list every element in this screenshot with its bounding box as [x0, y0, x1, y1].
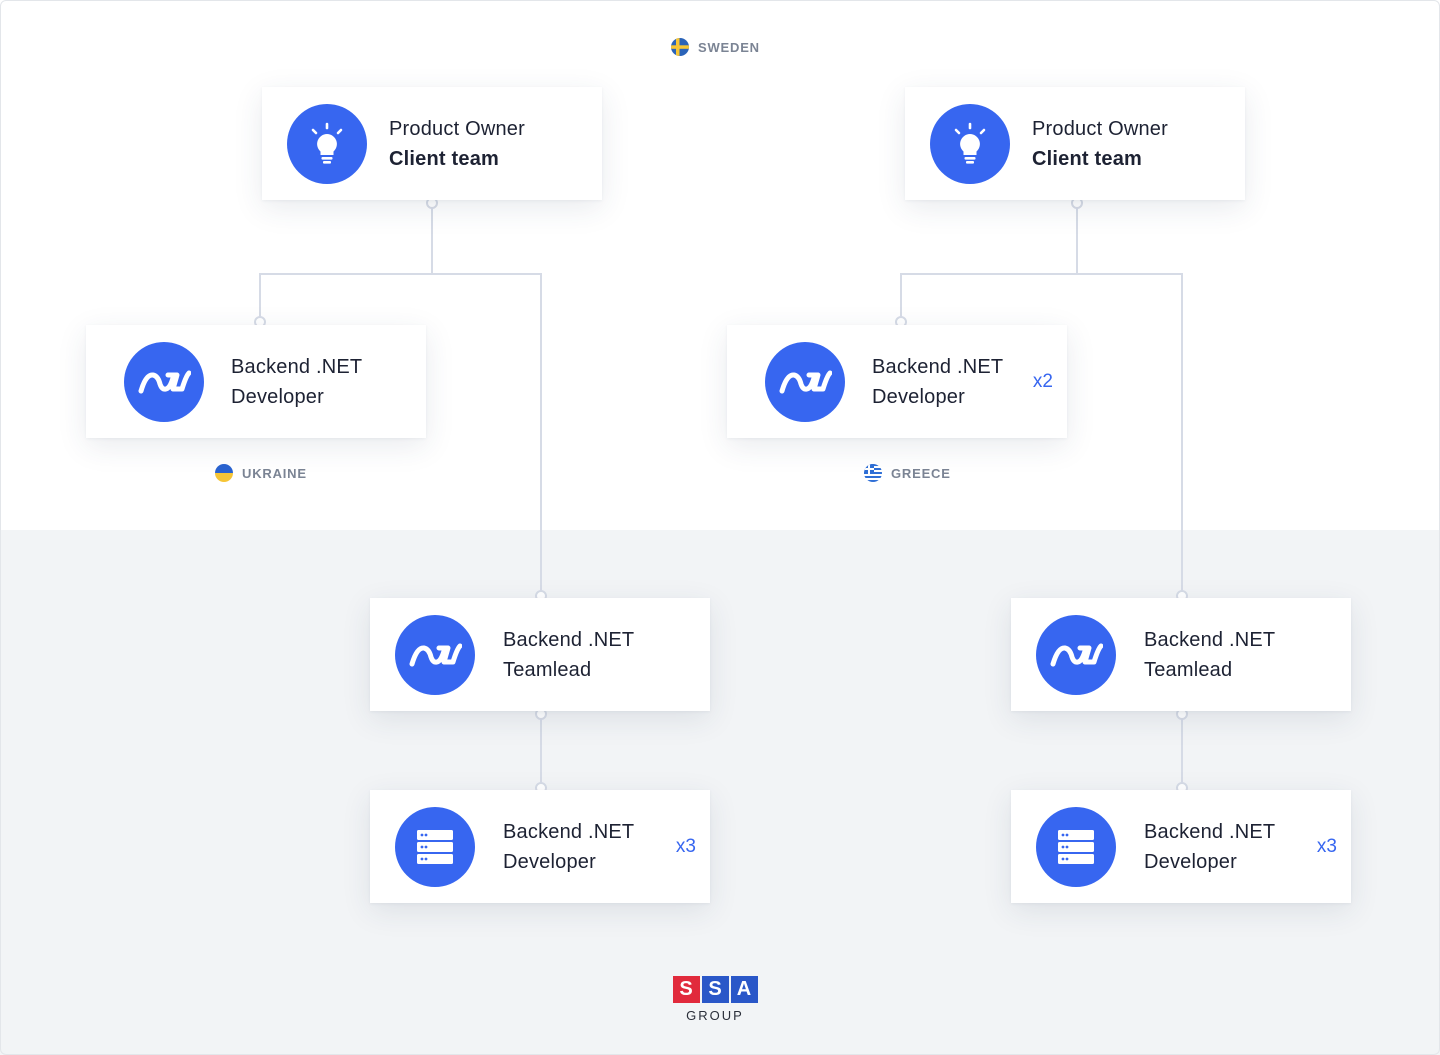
card-text: Product Owner Client team — [389, 114, 525, 174]
card-text: Product Owner Client team — [1032, 114, 1168, 174]
product-owner-card-right: Product Owner Client team — [905, 87, 1245, 200]
logo-letters: S S A — [672, 976, 758, 1003]
card-title: Backend .NET — [503, 820, 635, 843]
card-subtitle: Teamlead — [1144, 658, 1233, 681]
card-text: Backend .NET Developer — [1144, 817, 1275, 877]
teamlead-card-left: Backend .NET Teamlead — [370, 598, 710, 711]
location-label: UKRAINE — [242, 465, 307, 481]
dotnet-icon — [124, 341, 204, 422]
card-text: Backend .NET Developer — [503, 817, 634, 877]
developer-team-card-right: Backend .NET Developer x3 — [1011, 790, 1351, 903]
card-title: Product Owner — [1032, 117, 1168, 140]
card-title: Backend .NET — [231, 355, 363, 378]
ssa-group-logo: S S A GROUP — [670, 976, 760, 1023]
lightbulb-icon — [930, 103, 1010, 184]
lightbulb-icon — [287, 103, 367, 184]
greece-flag-icon — [864, 464, 882, 482]
location-label: GREECE — [891, 465, 951, 481]
card-title: Backend .NET — [1144, 628, 1276, 651]
card-subtitle: Developer — [503, 850, 596, 873]
card-subtitle: Developer — [872, 385, 965, 408]
card-text: Backend .NET Teamlead — [503, 625, 634, 685]
logo-subtitle: GROUP — [686, 1008, 744, 1023]
card-title: Backend .NET — [503, 628, 635, 651]
connector-po-right-to-dev-greece — [900, 204, 1078, 321]
developer-card-ukraine: Backend .NET Developer — [86, 325, 426, 438]
connector-po-left-to-dev-ukraine — [259, 204, 433, 321]
headcount-multiplier: x2 — [1032, 370, 1053, 392]
card-text: Backend .NET Teamlead — [1144, 625, 1275, 685]
card-title: Product Owner — [389, 117, 525, 140]
card-subtitle: Developer — [1144, 850, 1237, 873]
headcount-multiplier: x3 — [1316, 835, 1337, 857]
teamlead-card-right: Backend .NET Teamlead — [1011, 598, 1351, 711]
card-subtitle: Teamlead — [503, 658, 592, 681]
location-label: SWEDEN — [698, 39, 760, 55]
headcount-multiplier: x3 — [675, 835, 696, 857]
card-subtitle: Developer — [231, 385, 324, 408]
ukraine-flag-icon — [215, 464, 233, 482]
location-ukraine: UKRAINE — [215, 464, 307, 482]
connector-po-left-to-teamlead-left — [432, 273, 542, 594]
server-icon — [1036, 806, 1116, 887]
dotnet-icon — [395, 614, 475, 695]
location-greece: GREECE — [864, 464, 951, 482]
connector-po-right-to-teamlead-right — [1077, 273, 1183, 594]
server-icon — [395, 806, 475, 887]
card-text: Backend .NET Developer — [872, 352, 1003, 412]
card-title: Backend .NET — [1144, 820, 1276, 843]
logo-letter: S — [701, 976, 729, 1003]
logo-letter: S — [672, 976, 700, 1003]
dotnet-icon — [765, 341, 845, 422]
card-subtitle: Client team — [1032, 147, 1143, 170]
dotnet-icon — [1036, 614, 1116, 695]
logo-letter: A — [730, 976, 758, 1003]
location-sweden: SWEDEN — [671, 38, 760, 56]
card-title: Backend .NET — [872, 355, 1004, 378]
product-owner-card-left: Product Owner Client team — [262, 87, 602, 200]
developer-card-greece: Backend .NET Developer x2 — [727, 325, 1067, 438]
developer-team-card-left: Backend .NET Developer x3 — [370, 790, 710, 903]
card-subtitle: Client team — [389, 147, 500, 170]
card-text: Backend .NET Developer — [231, 352, 362, 412]
sweden-flag-icon — [671, 38, 689, 56]
